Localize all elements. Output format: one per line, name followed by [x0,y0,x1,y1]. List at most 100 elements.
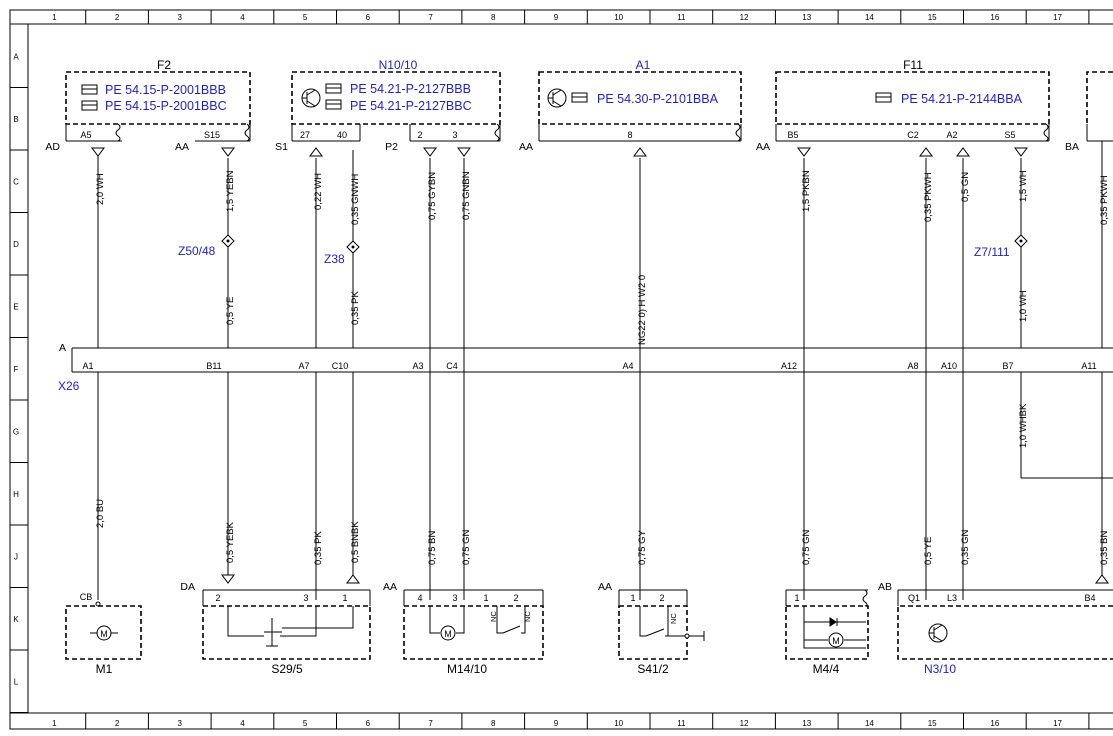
wire-label: 0,75 BN [427,531,438,565]
box-n10-10-title: N10/10 [379,58,418,72]
component-name: N3/10 [924,662,956,676]
motor-diode-icon: M [803,606,866,649]
box-f11[interactable]: F11 PE 54.21-P-2144BBA B5 C2 A2 S5 AA BA [756,58,1079,153]
pin-label: L3 [947,593,957,603]
side-label: AB [878,581,892,593]
grid-column-number: 17 [1053,13,1062,22]
box-n10-10[interactable]: N10/10 PE 54.21-P-2127BBB PE 54.21-P-212… [275,58,501,153]
grid-column-number: 14 [865,719,874,728]
grid-column-number: 11 [677,13,686,22]
grid-column-number: 8 [491,13,496,22]
pin-label: A2 [946,130,957,140]
pointer-hand-icon [325,83,342,94]
grid-row-letter: E [13,302,18,311]
pin-label: 3 [452,130,457,140]
connector-pin: C4 [446,361,458,371]
wire-label: 0,75 GY [637,529,648,565]
side-label: S1 [275,141,288,153]
component-m1[interactable]: CB M M1 [65,592,142,676]
pin-label: 2 [659,593,664,603]
side-label: AA [598,581,612,593]
grid-row-letter: K [13,615,19,624]
ref-link-n10-1[interactable]: PE 54.21-P-2127BBB [350,82,471,96]
side-label: AA [756,141,770,153]
grid-column-number: 15 [928,719,937,728]
wire-label: 0,5 BNBK [350,521,361,563]
wire-label: 0,5 YEBK [225,521,236,563]
connector-pin: A12 [781,361,797,371]
wire-label: 0,75 GYBN [427,172,438,220]
ref-link-f11[interactable]: PE 54.21-P-2144BBA [901,92,1023,106]
component-name: S29/5 [271,662,303,676]
pin-label: 4 [417,593,422,603]
wire-label: 1,0 WH [1018,290,1029,322]
ref-link-n10-2[interactable]: PE 54.21-P-2127BBC [350,99,472,113]
splice-z38: Z38 [324,240,360,266]
grid-column-number: 14 [865,13,874,22]
component-s29-5[interactable]: DA 2 3 1 S29/5 [180,581,371,676]
component-s41-2[interactable]: AA 1 2 NC S41/2 [598,581,705,676]
component-name: M14/10 [447,662,487,676]
pointer-hand-icon [325,99,342,110]
wire-labels-upper: 2,0 WH 1,5 YEBN 0,22 WH 0,35 GNWH 0,75 G… [95,170,1110,225]
grid-column-number: 5 [303,13,308,22]
box-a1-title: A1 [636,58,651,72]
svg-text:M: M [832,636,840,646]
grid-column-number: 10 [614,13,623,22]
connector-x26[interactable]: A X26 A1 B11 A7 C10 A3 C4 A4 A12 A8 A10 … [58,342,1113,393]
component-m14-10[interactable]: AA 4 3 1 2 M NC NC M14/10 [383,581,544,676]
wire-label: 0,5 GN [960,172,971,202]
box-a1[interactable]: A1 PE 54.30-P-2101BBA 8 AA [519,58,742,153]
connector-pin: A3 [412,361,423,371]
transistor-icon [928,623,948,643]
grid-frame [9,9,1113,730]
grid-row-letter: F [14,365,19,374]
side-label: AD [45,141,60,153]
wire-label: 0,35 GNWH [350,174,361,225]
grid-row-letter: B [13,115,18,124]
grid-row-letter: C [13,177,19,186]
grid-column-number: 13 [802,719,811,728]
pin-label: 27 [300,130,310,140]
grid-column-number: 7 [428,719,433,728]
component-name: M4/4 [813,662,840,676]
side-label: AA [519,141,533,153]
box-f2[interactable]: F2 PE 54.15-P-2001BBB PE 54.15-P-2001BBC… [45,58,251,153]
side-label: DA [180,581,195,593]
grid-column-number: 5 [303,719,308,728]
box-f11-title: F11 [903,58,923,72]
ref-link-a1[interactable]: PE 54.30-P-2101BBA [597,92,719,106]
svg-text:M: M [444,629,452,639]
grid-row-letter: A [13,52,19,61]
component-m4-4[interactable]: 1 M M4/4 [785,589,869,676]
wire-label: 0,35 BN [1099,531,1110,565]
wire-label: 0,35 PK [350,291,361,325]
wire-label: 1,5 YEBN [225,170,236,212]
grid-column-number: 15 [928,13,937,22]
grid-column-number: 3 [178,719,183,728]
grid-column-number: 16 [990,719,999,728]
connector-pin: A8 [907,361,918,371]
grid-column-number: 6 [366,13,371,22]
connector-pin: A10 [941,361,957,371]
pin-label: B5 [787,130,798,140]
switch-icon [496,606,526,634]
pin-label: 2 [513,593,518,603]
grid-column-number: 2 [115,13,120,22]
component-n3-10[interactable]: AB Q1 L3 B4 N3/10 [878,581,1113,676]
wire-label: 0,75 GN [801,529,812,565]
ref-link-f2-1[interactable]: PE 54.15-P-2001BBB [105,83,226,97]
grid-column-number: 1 [52,13,57,22]
box-f2-title: F2 [157,58,171,72]
wire-label: 0,35 PKWH [1099,175,1110,225]
pin-label: 2 [215,593,220,603]
wire-label: 0,22 WH [313,173,324,210]
pointer-hand-icon [81,84,98,95]
grid-row-letter: D [13,240,19,249]
ref-link-f2-2[interactable]: PE 54.15-P-2001BBC [105,99,227,113]
wire-label: 0,35 GN [960,529,971,565]
splice-z50-48: Z50/48 [178,234,235,258]
grid-column-number: 6 [366,719,371,728]
